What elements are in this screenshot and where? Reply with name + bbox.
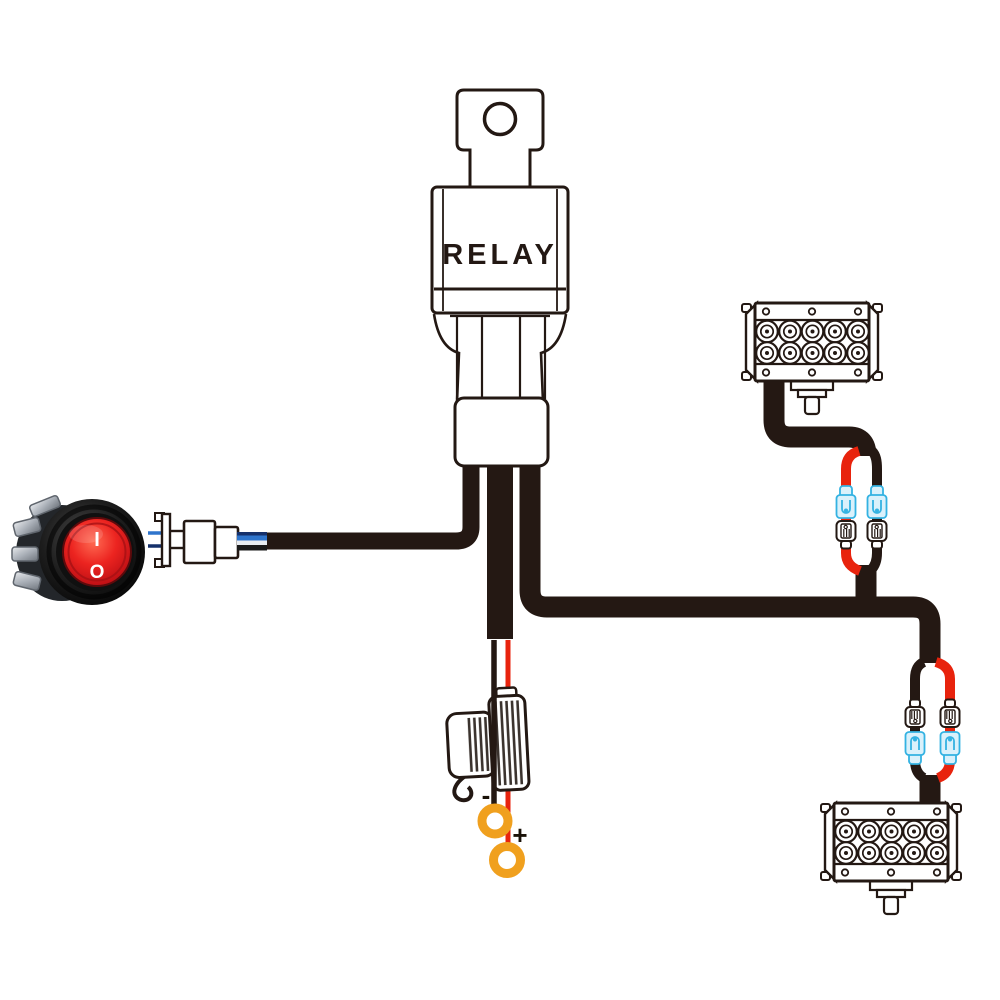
striped-wire <box>237 532 267 551</box>
blue-spade-connector <box>835 485 857 519</box>
harness-wires <box>263 380 941 806</box>
positive-label: + <box>512 820 527 850</box>
white-spade-connector <box>904 698 926 728</box>
relay-socket <box>453 396 550 468</box>
fuse-holder-wire-loop <box>452 771 474 803</box>
connector-boot <box>213 525 240 560</box>
relay: RELAY <box>430 88 570 468</box>
negative-label: - <box>482 780 491 810</box>
positive-ring-terminal <box>489 842 525 878</box>
wire-lightbar1-lead <box>763 380 877 457</box>
led-light-bar-top <box>740 301 884 416</box>
blue-spade-connector <box>904 731 926 765</box>
wire-relay-to-lightbars <box>519 464 941 663</box>
switch-bezel-ring <box>46 504 142 600</box>
fuse-holder <box>445 686 531 803</box>
switch-terminals <box>11 494 62 592</box>
switch-gloss <box>69 525 103 543</box>
switch-rocker-ring <box>67 522 127 582</box>
relay-body <box>430 185 570 315</box>
blue-spade-connector <box>866 485 888 519</box>
fuse-cap-ribs <box>465 716 492 773</box>
relay-label: RELAY <box>442 239 558 271</box>
relay-mounting-hole <box>482 101 518 137</box>
negative-ring-terminal <box>477 803 513 839</box>
connector-flange <box>160 512 172 568</box>
led-light-bar-bottom <box>819 801 963 916</box>
blue-spade-connector <box>939 731 961 765</box>
fuse-body-ribs <box>493 700 525 786</box>
switch-quick-connector <box>148 512 267 568</box>
rocker-switch: I O <box>11 494 145 605</box>
wire-switch-to-relay <box>263 464 480 550</box>
switch-off-label: O <box>90 562 105 583</box>
white-spade-connector <box>866 520 888 550</box>
white-spade-connector <box>939 698 961 728</box>
connector-body <box>182 519 217 565</box>
switch-rocker <box>62 517 132 587</box>
relay-plug-ribs <box>432 313 568 403</box>
white-spade-connector <box>835 520 857 550</box>
relay-mounting-tab <box>455 88 545 189</box>
switch-on-label: I <box>94 529 100 551</box>
